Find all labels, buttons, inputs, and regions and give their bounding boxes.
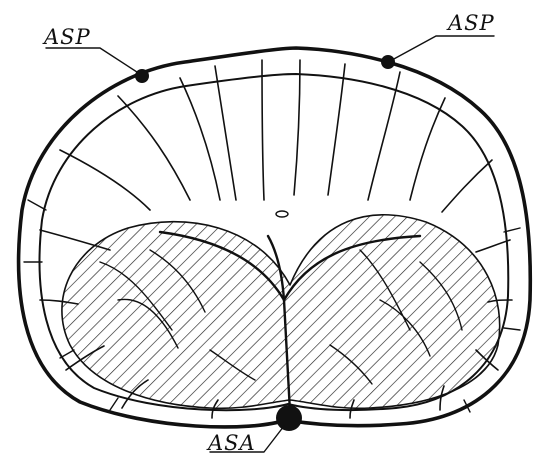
posterior-spinal-artery-right: [381, 55, 395, 69]
central-canal: [276, 211, 288, 217]
posterior-spinal-artery-left: [135, 69, 149, 83]
label-asp-right: ASP: [446, 11, 495, 35]
label-asa: ASA: [206, 431, 256, 455]
anterior-spinal-artery: [276, 405, 302, 431]
label-asp-left: ASP: [42, 25, 91, 49]
leader-line-top-right: [392, 36, 494, 60]
leader-line-top-left: [46, 48, 140, 74]
gray-matter: [40, 190, 510, 420]
